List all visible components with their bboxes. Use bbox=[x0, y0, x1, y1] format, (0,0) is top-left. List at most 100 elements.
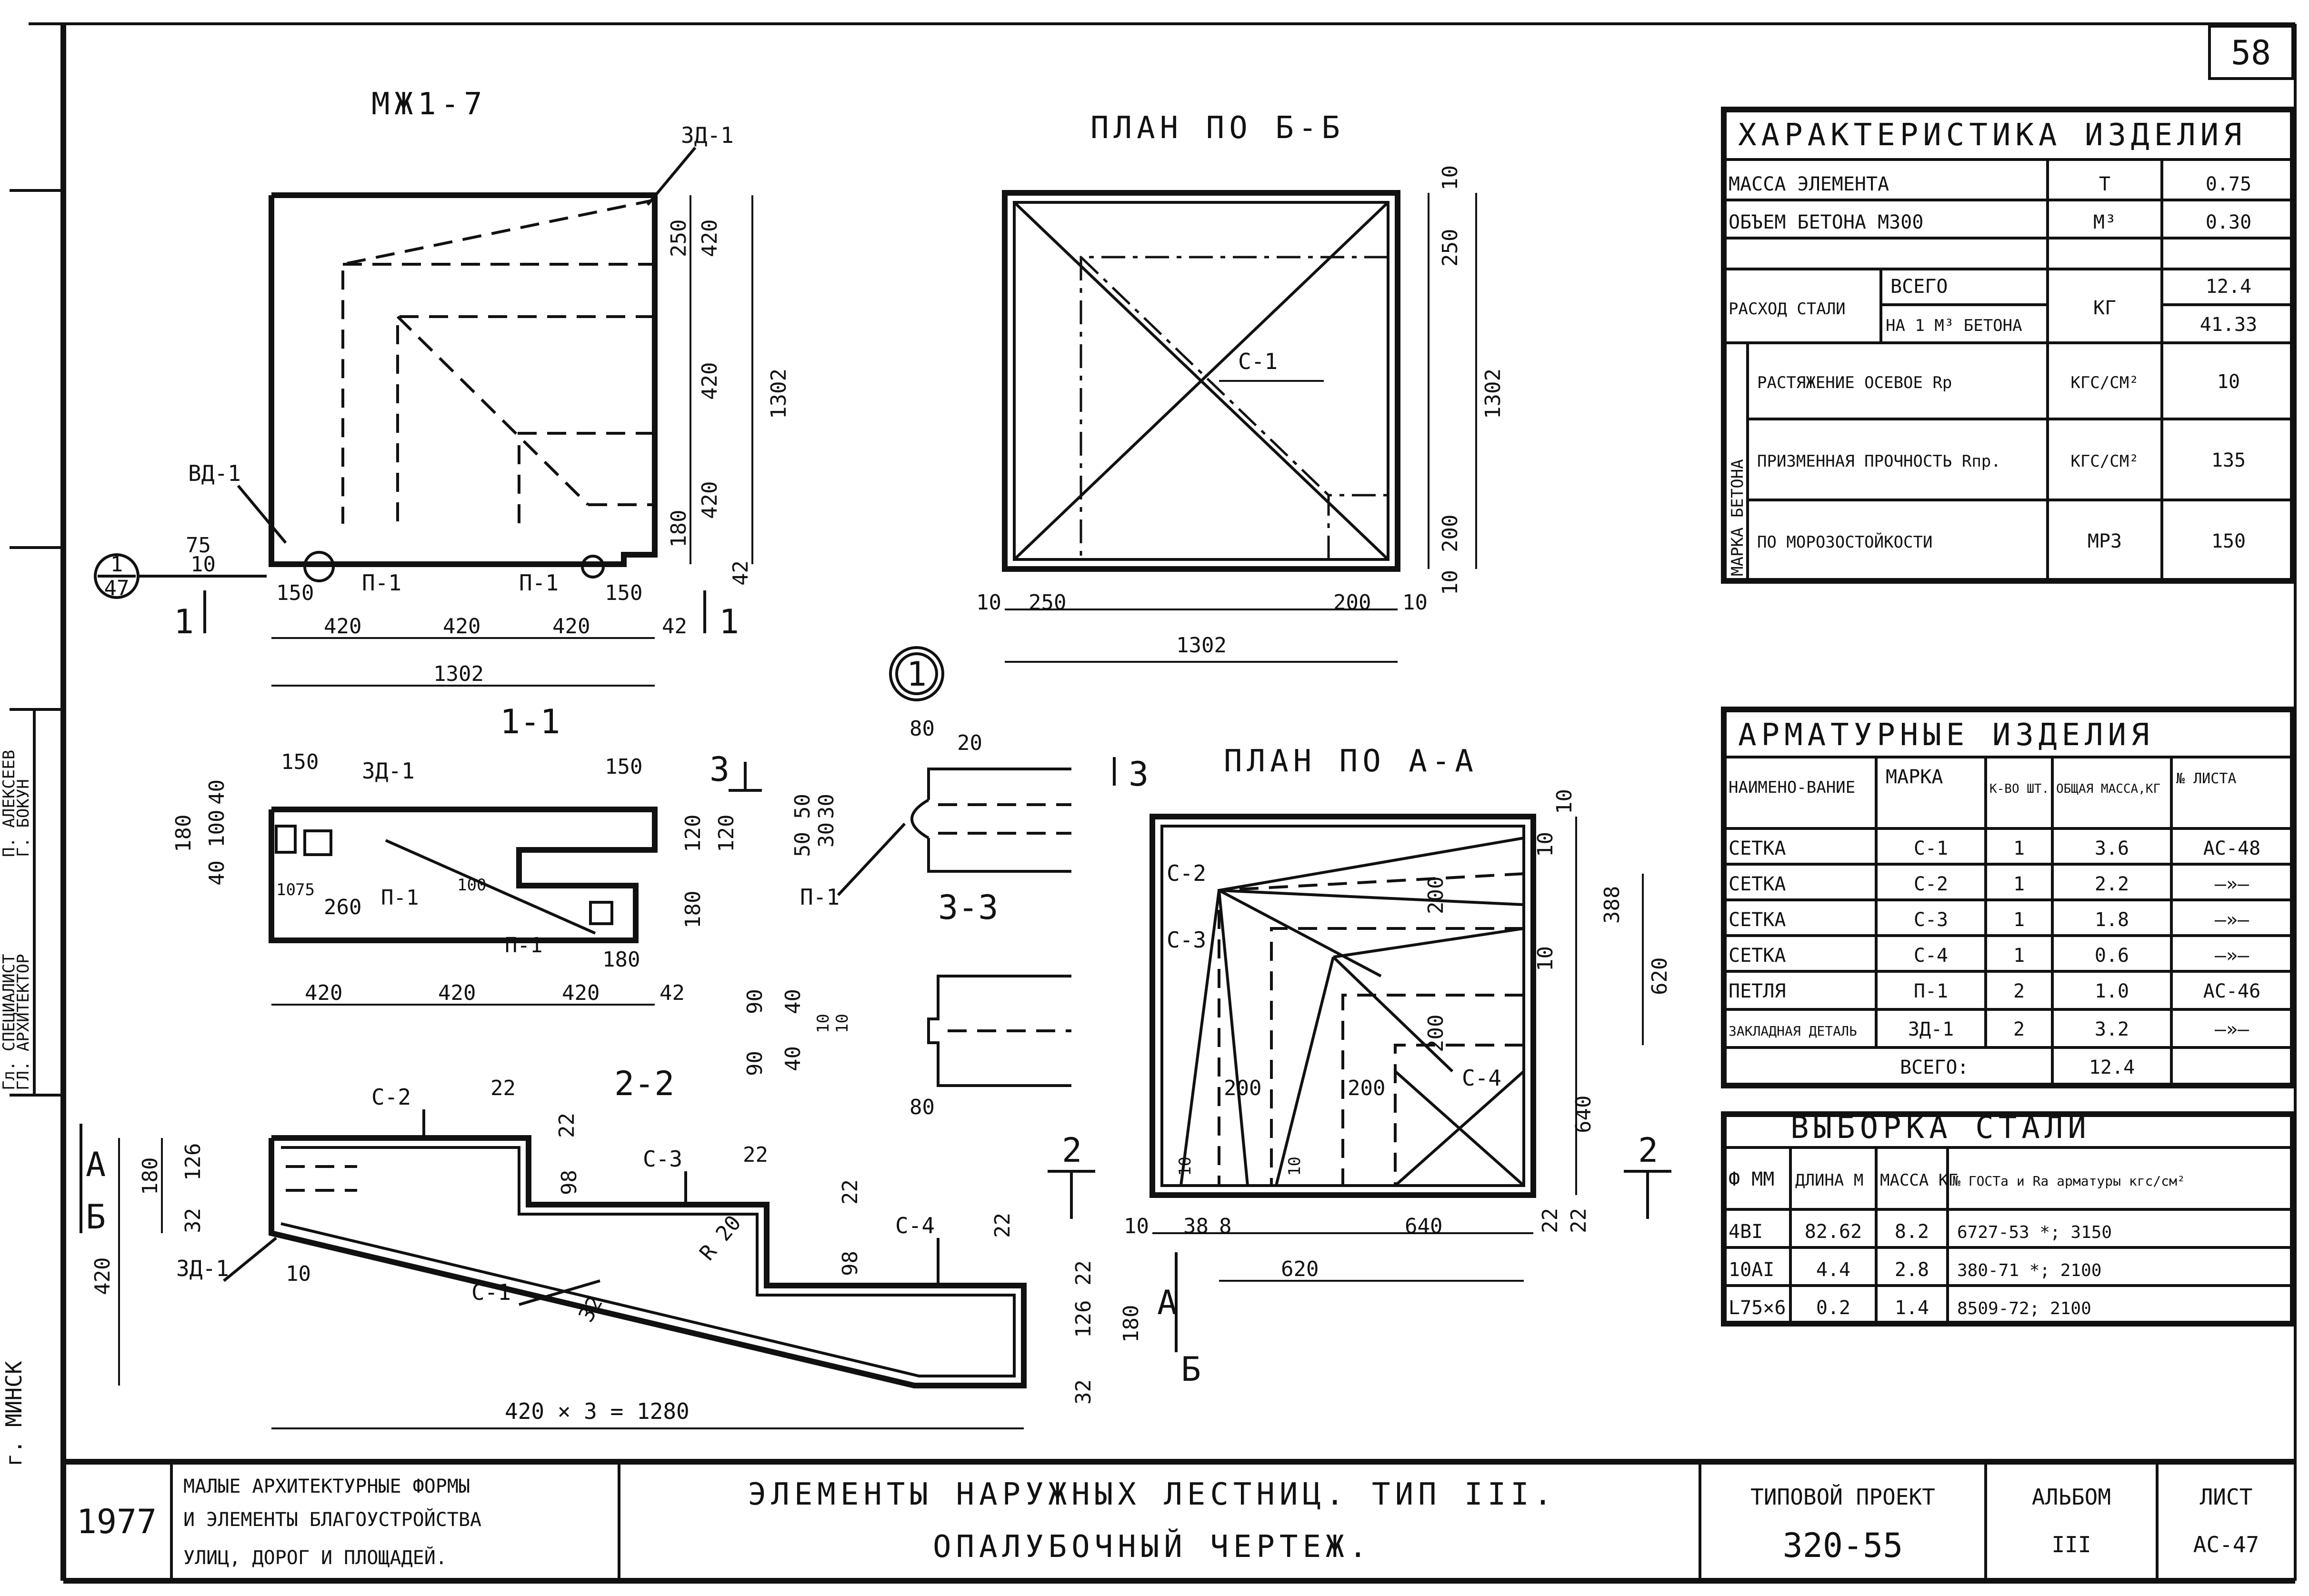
s22-r20: R 20 bbox=[695, 1211, 746, 1265]
s22-zd1: ЗД-1 bbox=[176, 1256, 229, 1281]
node-90a: 90 bbox=[743, 989, 767, 1014]
s11-420a: 420 bbox=[305, 981, 342, 1005]
node-40b: 40 bbox=[781, 1046, 805, 1071]
plan-bb-1302h: 1302 bbox=[1176, 633, 1227, 658]
node-40a: 40 bbox=[781, 989, 805, 1014]
s11-180: 180 bbox=[171, 815, 196, 852]
arm-cell-2-3: 1.8 bbox=[2095, 909, 2129, 931]
steel-cell-1-1: 4.4 bbox=[1816, 1259, 1850, 1281]
char-c2-unit: КГС/СМ² bbox=[2070, 452, 2139, 471]
node-20: 20 bbox=[957, 731, 982, 755]
label-zd1-top: ЗД-1 bbox=[681, 122, 734, 148]
margin-role-2: Гл. СПЕЦИАЛИСТ bbox=[0, 954, 19, 1090]
dim-elev-h420a: 420 bbox=[324, 614, 361, 638]
node-50b: 50 bbox=[790, 832, 815, 857]
char-c1-value: 10 bbox=[2217, 371, 2240, 393]
armature-table: АРМАТУРНЫЕ ИЗДЕЛИЯ НАИМЕНО-ВАНИЕ МАРКА К… bbox=[1721, 707, 2296, 1088]
steel-h3: № ГОСТа и Ra арматуры кгс/см² bbox=[1952, 1173, 2185, 1189]
char-steel-name: РАСХОД СТАЛИ bbox=[1729, 299, 1846, 319]
steel-h0: Ф ММ bbox=[1729, 1168, 1774, 1190]
dim-elev-42: 42 bbox=[729, 560, 753, 586]
arm-cell-5-2: 2 bbox=[2013, 1018, 2025, 1040]
s22-98a: 98 bbox=[557, 1170, 581, 1195]
plan-aa-22b: 22 bbox=[1567, 1208, 1591, 1233]
s11-120a: 120 bbox=[681, 815, 705, 852]
dim-elev-420b: 420 bbox=[698, 362, 722, 400]
node-30a: 30 bbox=[814, 794, 839, 819]
section-2-2-title: 2-2 bbox=[614, 1064, 674, 1103]
arm-cell-3-0: СЕТКА bbox=[1729, 945, 1786, 967]
plan-aa-c2: С-2 bbox=[1167, 860, 1206, 886]
s22-180: 180 bbox=[138, 1157, 162, 1195]
node-10a: 10 bbox=[814, 1014, 833, 1033]
arm-cell-0-4: АС-48 bbox=[2203, 838, 2260, 859]
s11-p1a: П-1 bbox=[381, 886, 419, 910]
arm-cell-2-1: С-3 bbox=[1914, 909, 1948, 931]
plan-aa-620h: 620 bbox=[1281, 1257, 1319, 1281]
left-margin-strip: г. МИНСК ГЛ. АРХИТЕКТОР Гл. СПЕЦИАЛИСТ Г… bbox=[0, 189, 63, 1466]
char-r2-name: ОБЪЕМ БЕТОНА М300 bbox=[1729, 211, 1923, 233]
plan-bb-200v: 200 bbox=[1438, 515, 1462, 552]
plan-aa-10v2: 10 bbox=[1533, 832, 1558, 857]
s11-420c: 420 bbox=[562, 981, 600, 1005]
s11-120b: 120 bbox=[714, 815, 739, 852]
plan-bb-c1: С-1 bbox=[1238, 349, 1278, 374]
plan-bb-1302v: 1302 bbox=[1481, 369, 1505, 419]
arm-cell-0-0: СЕТКА bbox=[1729, 838, 1786, 859]
dim-elev-420a: 420 bbox=[698, 219, 722, 257]
arm-cell-0-3: 3.6 bbox=[2095, 838, 2129, 859]
plan-bb-10d: 10 bbox=[1402, 590, 1428, 615]
callout-top: 1 bbox=[110, 552, 123, 577]
tb-sheet-label: ЛИСТ bbox=[2200, 1484, 2253, 1510]
plan-aa-38: 38 bbox=[1183, 1214, 1209, 1238]
dim-elev-h420c: 420 bbox=[552, 614, 590, 638]
cut-1-left: 1 bbox=[174, 602, 194, 641]
arm-cell-0-1: С-1 bbox=[1914, 838, 1948, 859]
s11-180r: 180 bbox=[681, 891, 705, 928]
plan-aa-200a: 200 bbox=[1424, 877, 1448, 914]
tb-year: 1977 bbox=[77, 1502, 157, 1541]
char-c1-unit: КГС/СМ² bbox=[2070, 373, 2139, 392]
steel-cell-2-1: 0.2 bbox=[1816, 1297, 1850, 1319]
s22-180r: 180 bbox=[1119, 1305, 1143, 1343]
plan-bb: ПЛАН ПО Б-Б С-1 10 250 1302 200 10 10 25… bbox=[976, 110, 1505, 663]
s22-10: 10 bbox=[286, 1262, 311, 1286]
char-steel-v1: 12.4 bbox=[2206, 276, 2251, 298]
section-1-1: 1-1 ЗД-1 П-1 П-1 150 150 180 40 100 40 1… bbox=[171, 702, 762, 1006]
arm-title: АРМАТУРНЫЕ ИЗДЕЛИЯ bbox=[1738, 718, 2154, 753]
arm-cell-3-4: —»— bbox=[2215, 945, 2249, 967]
char-r1-value: 0.75 bbox=[2206, 173, 2251, 195]
cut-2-left: 2 bbox=[1062, 1131, 1082, 1170]
arm-cell-1-1: С-2 bbox=[1914, 873, 1948, 895]
node-10b: 10 bbox=[833, 1014, 852, 1033]
arm-cell-1-0: СЕТКА bbox=[1729, 873, 1786, 895]
s11-40b: 40 bbox=[205, 860, 229, 886]
s22-cutA: А bbox=[86, 1145, 106, 1184]
char-c3-name: ПО МОРОЗОСТОЙКОСТИ bbox=[1757, 532, 1932, 552]
node-p1: П-1 bbox=[800, 884, 840, 910]
arm-cell-0-2: 1 bbox=[2013, 838, 2025, 859]
s22-126: 126 bbox=[181, 1143, 205, 1181]
char-steel-unit: КГ bbox=[2093, 297, 2116, 319]
s11-180b: 180 bbox=[602, 948, 640, 972]
callout-bottom: 47 bbox=[104, 576, 130, 600]
s11-75: 75 bbox=[295, 880, 315, 899]
page-number: 58 bbox=[2231, 33, 2271, 72]
s11-150b: 150 bbox=[605, 755, 642, 779]
tb-org-1: МАЛЫЕ АРХИТЕКТУРНЫЕ ФОРМЫ bbox=[183, 1476, 470, 1497]
arm-cell-2-2: 1 bbox=[2013, 909, 2025, 931]
tb-name-1: ЭЛЕМЕНТЫ НАРУЖНЫХ ЛЕСТНИЦ. ТИП III. bbox=[748, 1477, 1557, 1512]
char-steel-v2: 41.33 bbox=[2200, 314, 2257, 336]
tb-project-label: ТИПОВОЙ ПРОЕКТ bbox=[1750, 1484, 1935, 1510]
plan-bb-200h: 200 bbox=[1333, 590, 1371, 615]
plan-bb-10b: 10 bbox=[1438, 570, 1462, 595]
plan-aa-640v: 640 bbox=[1571, 1096, 1596, 1133]
node-label: 1 bbox=[907, 655, 927, 694]
s22-c2: С-2 bbox=[371, 1084, 411, 1110]
arm-total-value: 12.4 bbox=[2089, 1057, 2135, 1078]
plan-aa-10h: 10 bbox=[1124, 1214, 1149, 1238]
s22-total: 420 × 3 = 1280 bbox=[505, 1398, 690, 1424]
section-1-1-title: 1-1 bbox=[500, 702, 560, 741]
